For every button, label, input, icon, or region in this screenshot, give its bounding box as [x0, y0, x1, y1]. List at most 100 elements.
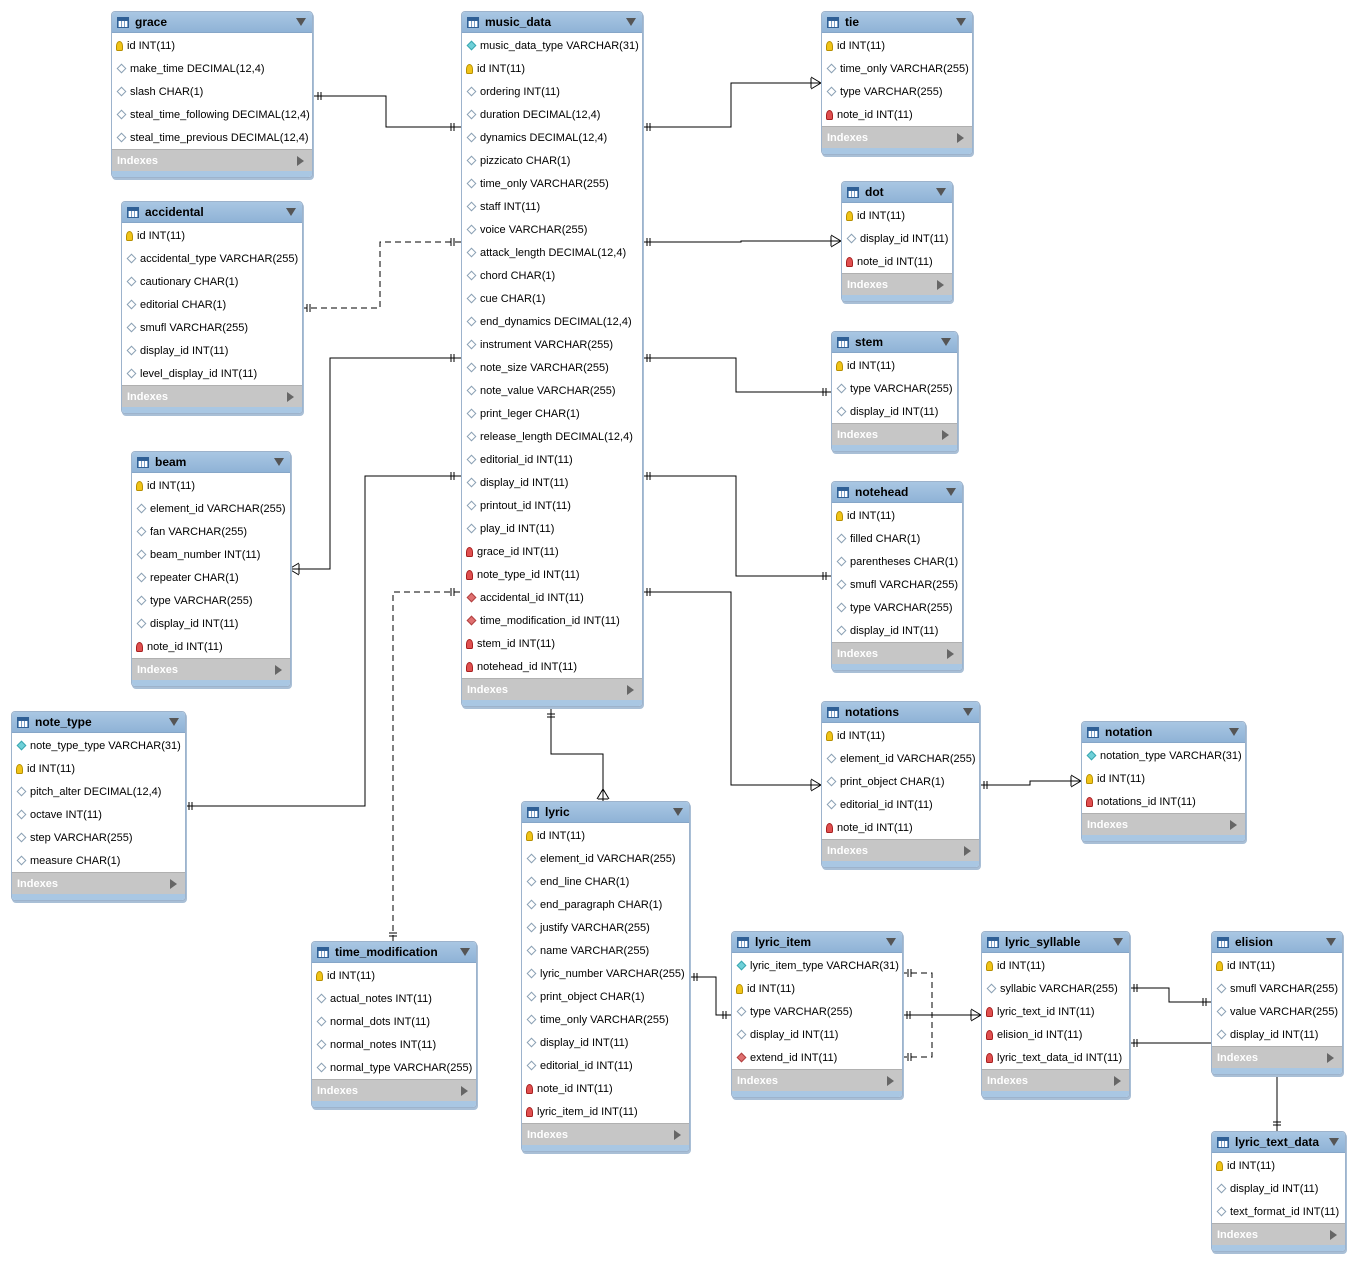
column-row[interactable]: print_object CHAR(1) [822, 770, 979, 793]
expand-arrow-icon[interactable] [937, 279, 944, 290]
table-header[interactable]: beam [132, 452, 290, 473]
indexes-section[interactable]: Indexes [462, 678, 642, 700]
column-row[interactable]: cautionary CHAR(1) [122, 270, 302, 293]
column-row[interactable]: normal_notes INT(11) [312, 1033, 476, 1056]
expand-arrow-icon[interactable] [947, 648, 954, 659]
column-row[interactable]: note_id INT(11) [822, 103, 972, 126]
column-row[interactable]: notation_type VARCHAR(31) [1082, 744, 1245, 767]
expand-arrow-icon[interactable] [627, 684, 634, 695]
indexes-section[interactable]: Indexes [122, 385, 302, 407]
column-row[interactable]: fan VARCHAR(255) [132, 520, 290, 543]
indexes-section[interactable]: Indexes [1082, 813, 1245, 835]
expand-arrow-icon[interactable] [942, 429, 949, 440]
column-row[interactable]: display_id INT(11) [1212, 1177, 1345, 1200]
collapse-arrow-icon[interactable] [296, 18, 306, 26]
column-row[interactable]: pitch_alter DECIMAL(12,4) [12, 780, 185, 803]
column-row[interactable]: grace_id INT(11) [462, 540, 642, 563]
column-row[interactable]: chord CHAR(1) [462, 264, 642, 287]
table-header[interactable]: dot [842, 182, 952, 203]
column-row[interactable]: type VARCHAR(255) [822, 80, 972, 103]
column-row[interactable]: name VARCHAR(255) [522, 939, 689, 962]
column-row[interactable]: element_id VARCHAR(255) [822, 747, 979, 770]
table-header[interactable]: stem [832, 332, 957, 353]
column-row[interactable]: type VARCHAR(255) [832, 596, 962, 619]
column-row[interactable]: editorial_id INT(11) [462, 448, 642, 471]
column-row[interactable]: element_id VARCHAR(255) [522, 847, 689, 870]
expand-arrow-icon[interactable] [1114, 1075, 1121, 1086]
column-row[interactable]: id INT(11) [122, 224, 302, 247]
column-row[interactable]: play_id INT(11) [462, 517, 642, 540]
indexes-section[interactable]: Indexes [132, 658, 290, 680]
table-header[interactable]: tie [822, 12, 972, 33]
column-row[interactable]: notehead_id INT(11) [462, 655, 642, 678]
column-row[interactable]: normal_dots INT(11) [312, 1010, 476, 1033]
expand-arrow-icon[interactable] [461, 1085, 468, 1096]
column-row[interactable]: smufl VARCHAR(255) [1212, 977, 1342, 1000]
column-row[interactable]: note_id INT(11) [842, 250, 952, 273]
column-row[interactable]: id INT(11) [832, 354, 957, 377]
indexes-section[interactable]: Indexes [832, 423, 957, 445]
column-row[interactable]: beam_number INT(11) [132, 543, 290, 566]
column-row[interactable]: slash CHAR(1) [112, 80, 312, 103]
column-row[interactable]: note_id INT(11) [132, 635, 290, 658]
indexes-section[interactable]: Indexes [732, 1069, 902, 1091]
column-row[interactable]: display_id INT(11) [832, 400, 957, 423]
column-row[interactable]: id INT(11) [132, 474, 290, 497]
column-row[interactable]: type VARCHAR(255) [732, 1000, 902, 1023]
column-row[interactable]: dynamics DECIMAL(12,4) [462, 126, 642, 149]
column-row[interactable]: time_only VARCHAR(255) [462, 172, 642, 195]
column-row[interactable]: steal_time_following DECIMAL(12,4) [112, 103, 312, 126]
indexes-section[interactable]: Indexes [842, 273, 952, 295]
column-row[interactable]: type VARCHAR(255) [832, 377, 957, 400]
column-row[interactable]: release_length DECIMAL(12,4) [462, 425, 642, 448]
column-row[interactable]: note_size VARCHAR(255) [462, 356, 642, 379]
column-row[interactable]: parentheses CHAR(1) [832, 550, 962, 573]
column-row[interactable]: music_data_type VARCHAR(31) [462, 34, 642, 57]
column-row[interactable]: display_id INT(11) [122, 339, 302, 362]
indexes-section[interactable]: Indexes [822, 839, 979, 861]
collapse-arrow-icon[interactable] [286, 208, 296, 216]
column-row[interactable]: step VARCHAR(255) [12, 826, 185, 849]
column-row[interactable]: id INT(11) [842, 204, 952, 227]
collapse-arrow-icon[interactable] [274, 458, 284, 466]
column-row[interactable]: pizzicato CHAR(1) [462, 149, 642, 172]
indexes-section[interactable]: Indexes [982, 1069, 1129, 1091]
column-row[interactable]: id INT(11) [822, 724, 979, 747]
column-row[interactable]: justify VARCHAR(255) [522, 916, 689, 939]
column-row[interactable]: id INT(11) [732, 977, 902, 1000]
table-header[interactable]: accidental [122, 202, 302, 223]
column-row[interactable]: ordering INT(11) [462, 80, 642, 103]
collapse-arrow-icon[interactable] [941, 338, 951, 346]
column-row[interactable]: display_id INT(11) [732, 1023, 902, 1046]
column-row[interactable]: notations_id INT(11) [1082, 790, 1245, 813]
column-row[interactable]: filled CHAR(1) [832, 527, 962, 550]
collapse-arrow-icon[interactable] [956, 18, 966, 26]
column-row[interactable]: extend_id INT(11) [732, 1046, 902, 1069]
column-row[interactable]: smufl VARCHAR(255) [122, 316, 302, 339]
column-row[interactable]: note_value VARCHAR(255) [462, 379, 642, 402]
column-row[interactable]: note_type_type VARCHAR(31) [12, 734, 185, 757]
table-header[interactable]: lyric_item [732, 932, 902, 953]
expand-arrow-icon[interactable] [1327, 1052, 1334, 1063]
column-row[interactable]: cue CHAR(1) [462, 287, 642, 310]
column-row[interactable]: measure CHAR(1) [12, 849, 185, 872]
indexes-section[interactable]: Indexes [522, 1123, 689, 1145]
table-header[interactable]: elision [1212, 932, 1342, 953]
column-row[interactable]: make_time DECIMAL(12,4) [112, 57, 312, 80]
collapse-arrow-icon[interactable] [1229, 728, 1239, 736]
table-header[interactable]: time_modification [312, 942, 476, 963]
expand-arrow-icon[interactable] [674, 1129, 681, 1140]
collapse-arrow-icon[interactable] [626, 18, 636, 26]
indexes-section[interactable]: Indexes [822, 126, 972, 148]
column-row[interactable]: type VARCHAR(255) [132, 589, 290, 612]
indexes-section[interactable]: Indexes [112, 149, 312, 171]
column-row[interactable]: lyric_text_id INT(11) [982, 1000, 1129, 1023]
column-row[interactable]: display_id INT(11) [522, 1031, 689, 1054]
